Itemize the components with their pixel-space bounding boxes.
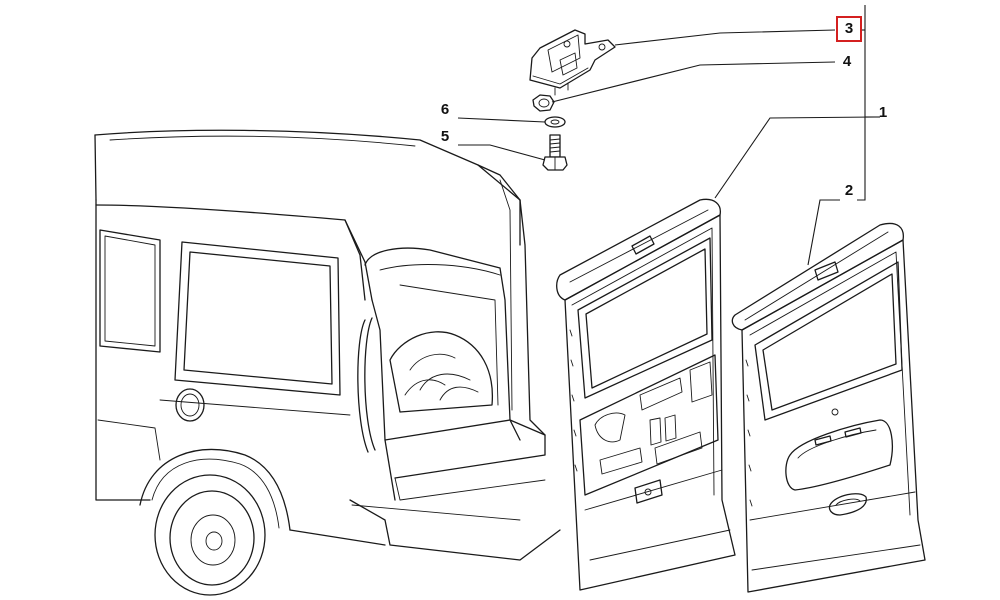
van-body-outline (94, 129, 561, 596)
callout-4[interactable]: 4 (842, 53, 852, 70)
washer (544, 116, 566, 128)
callout-3[interactable]: 3 (836, 16, 862, 42)
rear-door-right (731, 222, 926, 593)
callout-1[interactable]: 1 (878, 104, 888, 121)
hex-nut (532, 94, 555, 112)
callout-6[interactable]: 6 (440, 101, 450, 118)
hinge-bracket (529, 29, 616, 96)
callout-5[interactable]: 5 (440, 128, 450, 145)
callout-2[interactable]: 2 (844, 182, 854, 199)
rear-door-left (556, 198, 736, 591)
hex-bolt (542, 134, 568, 171)
leader-lines (457, 5, 880, 266)
